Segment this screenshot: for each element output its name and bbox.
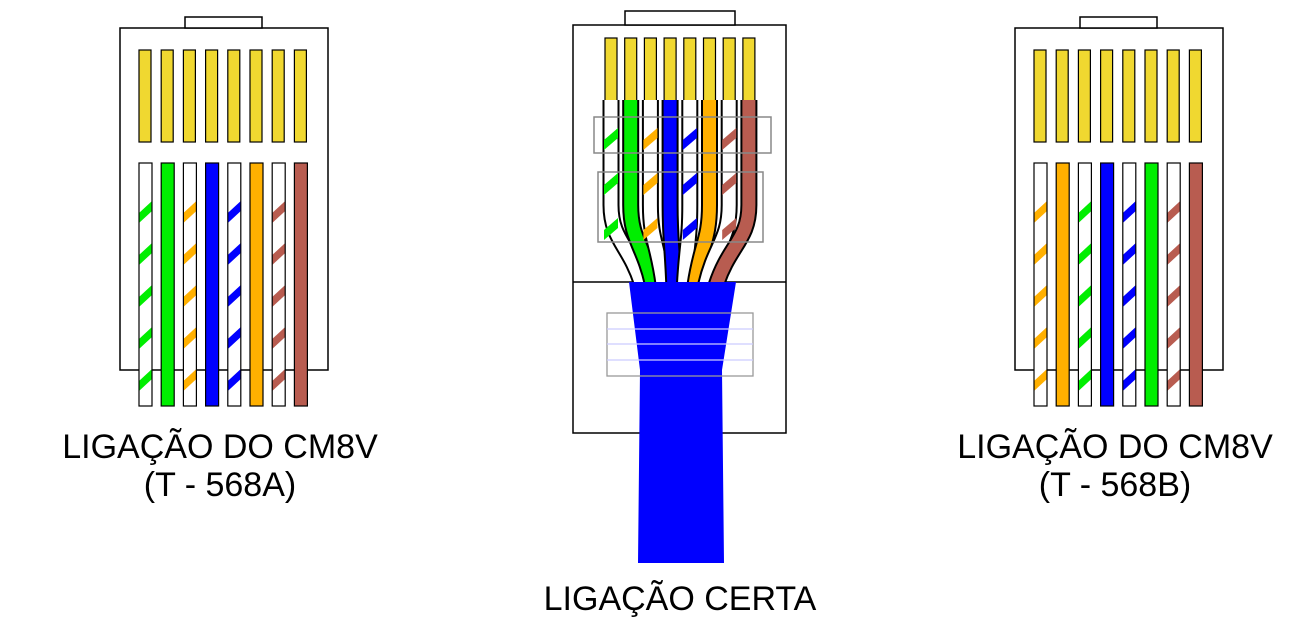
wire-green	[160, 162, 175, 407]
wire-green-white	[602, 100, 651, 285]
connector-body	[1014, 27, 1224, 371]
wire-orange	[249, 162, 264, 407]
connector-t568a	[119, 16, 329, 407]
wire-green	[622, 100, 661, 285]
connector-crimped	[572, 10, 787, 563]
connector-latch	[184, 16, 263, 29]
wire-brown	[708, 100, 758, 285]
wire-green-white	[1077, 162, 1093, 407]
crimp-bands	[606, 312, 754, 377]
connector-latch	[1079, 16, 1158, 29]
contact-pin	[271, 49, 285, 143]
wire-set	[138, 162, 308, 407]
contact-pin	[205, 49, 219, 143]
wire-orange	[1055, 162, 1070, 407]
wire-green-white	[138, 162, 153, 407]
wire-orange	[686, 100, 718, 285]
connector-body	[119, 27, 329, 371]
wire-brown-white	[1166, 162, 1181, 407]
cable-jacket	[629, 282, 736, 563]
contact-pin	[1077, 49, 1092, 143]
wire-blue-white	[227, 162, 242, 407]
wire-brown-white	[697, 100, 738, 285]
wire-set	[1033, 162, 1204, 407]
wire-orange-white	[182, 162, 197, 407]
caption-t568a: LIGAÇÃO DO CM8V (T - 568A)	[20, 428, 420, 504]
caption-standard: (T - 568B)	[1038, 466, 1192, 504]
wire-blue-white	[675, 100, 699, 285]
wire-blue-white	[1122, 162, 1137, 407]
contact-pin	[160, 49, 174, 143]
contact-pin	[1144, 49, 1158, 143]
caption-title: LIGAÇÃO DO CM8V	[62, 428, 378, 466]
wire-orange-white	[1033, 162, 1048, 407]
contact-pin	[1033, 49, 1047, 143]
contact-pin	[293, 49, 307, 143]
contact-pin	[1166, 49, 1180, 143]
contact-pin	[1122, 49, 1136, 143]
wire-set	[602, 100, 758, 285]
contact-pin	[249, 49, 263, 143]
wire-brown-white	[271, 162, 286, 407]
contact-pin	[1099, 49, 1114, 143]
wire-orange-white	[641, 100, 672, 285]
contact-pin	[138, 49, 152, 143]
caption-standard: (T - 568A)	[143, 466, 297, 504]
wire-blue	[205, 162, 220, 407]
wire-guide-upper	[593, 116, 772, 154]
wire-brown	[1188, 162, 1204, 407]
caption-t568b: LIGAÇÃO DO CM8V (T - 568B)	[915, 428, 1303, 504]
contact-pins	[1033, 49, 1203, 143]
connector-latch	[624, 10, 736, 26]
wire-brown	[293, 162, 308, 407]
contact-pin	[227, 49, 241, 143]
contact-pins	[138, 49, 307, 143]
contact-pin	[1055, 49, 1069, 143]
caption-title: LIGAÇÃO DO CM8V	[957, 428, 1273, 466]
caption-correct: LIGAÇÃO CERTA	[543, 580, 817, 618]
contact-pin	[182, 49, 196, 143]
wire-green	[1144, 162, 1159, 407]
wire-guide-lower	[597, 171, 764, 243]
wire-blue	[661, 100, 683, 285]
connector-t568b	[1014, 16, 1224, 407]
wire-blue	[1099, 162, 1115, 407]
contact-pin	[1188, 49, 1203, 143]
